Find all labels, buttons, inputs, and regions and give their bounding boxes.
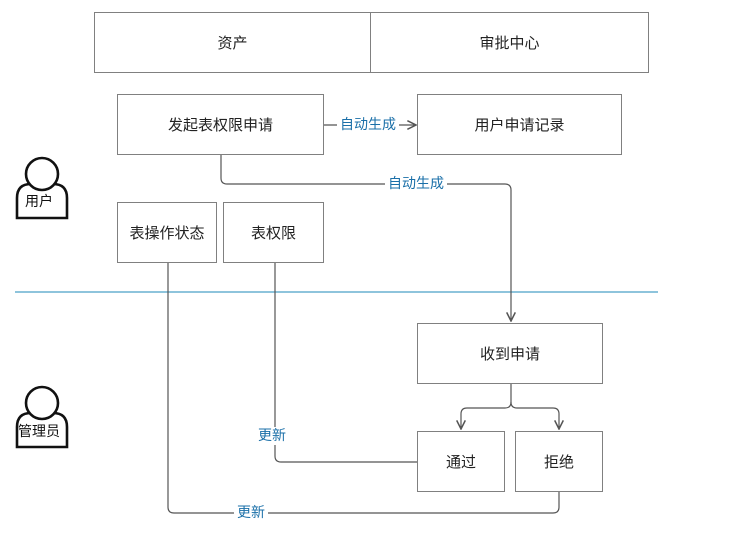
edge-label-update-permission: 更新 <box>255 427 289 445</box>
edge-approve-to-permission <box>274 262 418 463</box>
node-user-request-record: 用户申请记录 <box>417 94 622 155</box>
tab-approval-center[interactable]: 审批中心 <box>370 12 649 73</box>
edge-label-update-status: 更新 <box>234 504 268 522</box>
edge-label-auto-generate-request: 自动生成 <box>385 175 447 193</box>
node-approve: 通过 <box>417 431 505 492</box>
edge-receive-fork <box>461 383 512 429</box>
node-receive-request: 收到申请 <box>417 323 603 384</box>
node-initiate-request: 发起表权限申请 <box>117 94 324 155</box>
role-label-user: 用户 <box>25 194 53 210</box>
edge-receive-to-reject <box>510 401 559 429</box>
node-table-operation-status: 表操作状态 <box>117 202 217 263</box>
edge-label-auto-generate-record: 自动生成 <box>337 116 399 134</box>
admin-icon <box>15 385 69 449</box>
edge-initiate-to-receive <box>220 154 511 321</box>
edge-reject-to-status <box>167 262 560 514</box>
role-label-admin: 管理员 <box>18 424 60 440</box>
node-table-permission: 表权限 <box>223 202 324 263</box>
tab-asset[interactable]: 资产 <box>94 12 371 73</box>
node-reject: 拒绝 <box>515 431 603 492</box>
